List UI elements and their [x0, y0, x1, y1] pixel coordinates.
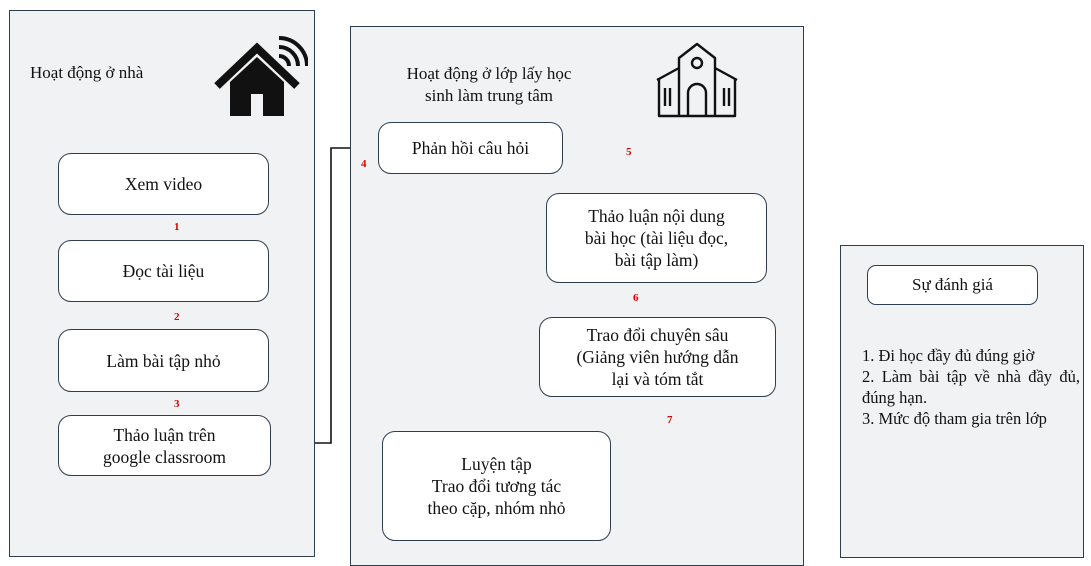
evaluation-criteria-list: 1. Đi học đầy đủ đúng giờ 2. Làm bài tập…: [862, 345, 1080, 429]
criterion-attendance: 1. Đi học đầy đủ đúng giờ: [862, 346, 1035, 365]
home-panel-title: Hoạt động ở nhà: [30, 63, 144, 82]
criterion-homework: 2. Làm bài tập về nhà đầy đủ, đúng hạn.: [862, 367, 1080, 407]
school-building-icon: [656, 42, 738, 118]
step-small-exercise: Làm bài tập nhỏ: [58, 329, 269, 392]
step-number-2: 2: [174, 311, 180, 323]
criterion-participation: 3. Mức độ tham gia trên lớp: [862, 409, 1047, 428]
step-watch-video: Xem video: [58, 153, 269, 215]
step-read-materials: Đọc tài liệu: [58, 240, 269, 302]
smart-home-icon: [214, 36, 308, 116]
step-content-discussion: Thảo luận nội dung bài học (tài liệu đọc…: [546, 193, 767, 283]
evaluation-title: Sự đánh giá: [867, 265, 1038, 305]
classroom-panel-title: Hoạt động ở lớp lấy học sinh làm trung t…: [406, 64, 572, 105]
step-google-classroom-discussion: Thảo luận trên google classroom: [58, 415, 271, 476]
step-number-5: 5: [626, 146, 632, 158]
step-in-depth-exchange: Trao đổi chuyên sâu (Giảng viên hướng dẫ…: [539, 317, 776, 397]
step-number-4: 4: [361, 158, 367, 170]
step-number-7: 7: [667, 414, 673, 426]
step-number-3: 3: [174, 398, 180, 410]
step-practice: Luyện tập Trao đổi tương tác theo cặp, n…: [382, 431, 611, 541]
step-number-1: 1: [174, 221, 180, 233]
step-number-6: 6: [633, 292, 639, 304]
step-question-feedback: Phản hồi câu hỏi: [378, 122, 563, 174]
